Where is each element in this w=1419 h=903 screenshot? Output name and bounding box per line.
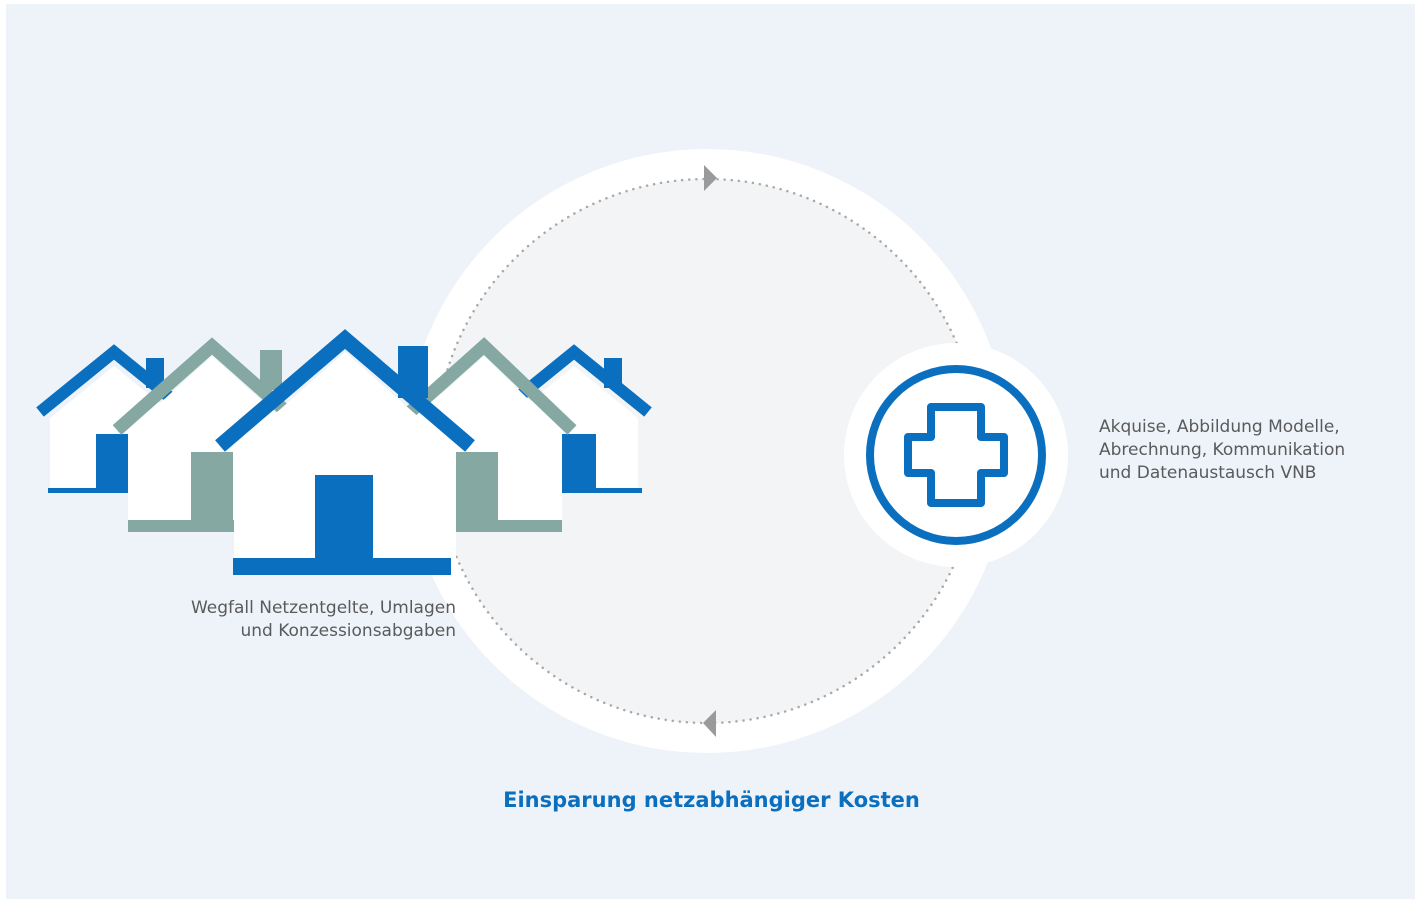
arrow-right-icon <box>704 165 717 191</box>
diagram-title-text: Einsparung netzabhängiger Kosten <box>503 788 920 812</box>
costs-left-line-2: und Konzessionsabgaben <box>240 621 456 641</box>
plus-circle-icon <box>844 343 1068 567</box>
costs-right-line-2: Abrechnung, Kommunikation <box>1099 440 1346 460</box>
costs-right-line-3: und Datenaustausch VNB <box>1099 463 1317 483</box>
costs-right-line-1: Akquise, Abbildung Modelle, <box>1099 417 1340 437</box>
inner-circle <box>435 179 979 723</box>
arrow-left-icon <box>703 710 716 737</box>
costs-left-line-1: Wegfall Netzentgelte, Umlagen <box>190 598 456 618</box>
house-group-icon <box>36 329 652 575</box>
costs-right-label: Akquise, Abbildung Modelle, Abrechnung, … <box>1099 416 1345 485</box>
costs-left-label: Wegfall Netzentgelte, Umlagen und Konzes… <box>191 597 456 643</box>
diagram-title: Einsparung netzabhängiger Kosten <box>0 788 1419 812</box>
house-front <box>215 329 475 575</box>
